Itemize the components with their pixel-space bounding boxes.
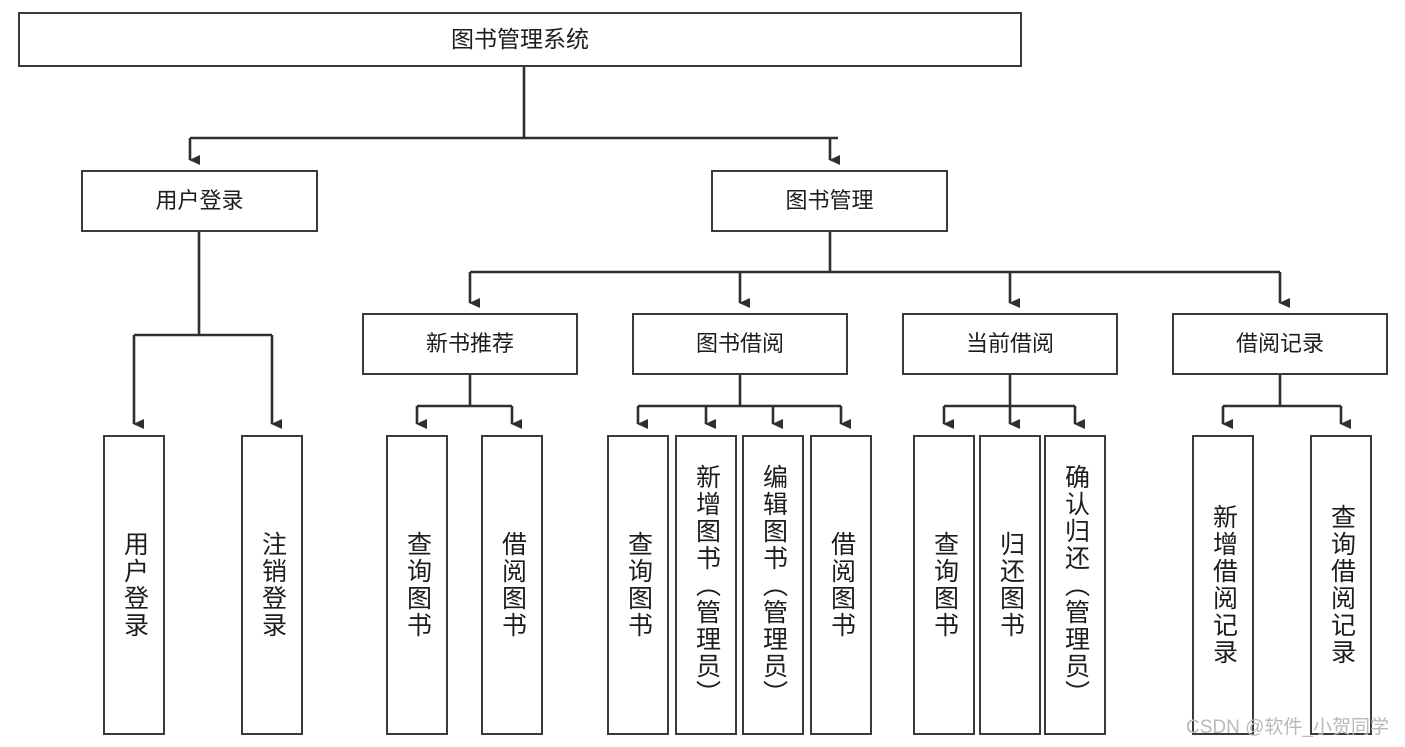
node-new-book-recommend[interactable]: 新书推荐 xyxy=(362,313,578,375)
node-user-login[interactable]: 用户登录 xyxy=(81,170,318,232)
node-borrow-record[interactable]: 借阅记录 xyxy=(1172,313,1388,375)
node-leaf-user-logout[interactable]: 注销登录 xyxy=(241,435,303,735)
node-leaf-add-book[interactable]: 新增图书（管理员） xyxy=(675,435,737,735)
node-leaf-user-logout-label: 注销登录 xyxy=(258,531,287,639)
node-leaf-return-book[interactable]: 归还图书 xyxy=(979,435,1041,735)
node-borrow-record-label: 借阅记录 xyxy=(1235,331,1324,357)
node-leaf-query-book-3-label: 查询图书 xyxy=(930,531,959,639)
node-leaf-query-book-2[interactable]: 查询图书 xyxy=(607,435,669,735)
node-root-label: 图书管理系统 xyxy=(451,25,589,52)
node-book-manage[interactable]: 图书管理 xyxy=(711,170,948,232)
node-leaf-confirm-return-label: 确认归还（管理员） xyxy=(1061,463,1090,707)
node-leaf-edit-book-label: 编辑图书（管理员） xyxy=(759,463,788,707)
node-leaf-add-record-label: 新增借阅记录 xyxy=(1209,504,1238,666)
node-leaf-return-book-label: 归还图书 xyxy=(996,531,1025,639)
node-book-borrow-label: 图书借阅 xyxy=(695,331,784,357)
node-leaf-confirm-return[interactable]: 确认归还（管理员） xyxy=(1044,435,1106,735)
node-leaf-user-login-label: 用户登录 xyxy=(120,531,149,639)
node-leaf-query-book-1-label: 查询图书 xyxy=(403,531,432,639)
node-leaf-query-book-3[interactable]: 查询图书 xyxy=(913,435,975,735)
watermark-text: CSDN @软件_小贺同学 xyxy=(1186,717,1389,738)
node-leaf-add-record[interactable]: 新增借阅记录 xyxy=(1192,435,1254,735)
node-leaf-query-record-label: 查询借阅记录 xyxy=(1327,504,1356,666)
node-leaf-query-book-2-label: 查询图书 xyxy=(624,531,653,639)
node-leaf-add-book-label: 新增图书（管理员） xyxy=(692,463,721,707)
node-leaf-edit-book[interactable]: 编辑图书（管理员） xyxy=(742,435,804,735)
node-current-borrow[interactable]: 当前借阅 xyxy=(902,313,1118,375)
node-book-borrow[interactable]: 图书借阅 xyxy=(632,313,848,375)
node-book-manage-label: 图书管理 xyxy=(785,188,874,214)
node-root[interactable]: 图书管理系统 xyxy=(18,12,1022,67)
node-user-login-label: 用户登录 xyxy=(155,188,244,214)
node-leaf-borrow-book-1[interactable]: 借阅图书 xyxy=(481,435,543,735)
node-leaf-query-record[interactable]: 查询借阅记录 xyxy=(1310,435,1372,735)
node-leaf-borrow-book-1-label: 借阅图书 xyxy=(498,531,527,639)
node-leaf-borrow-book-2[interactable]: 借阅图书 xyxy=(810,435,872,735)
node-leaf-borrow-book-2-label: 借阅图书 xyxy=(827,531,856,639)
node-current-borrow-label: 当前借阅 xyxy=(965,331,1054,357)
node-new-book-recommend-label: 新书推荐 xyxy=(425,331,514,357)
node-leaf-user-login[interactable]: 用户登录 xyxy=(103,435,165,735)
node-leaf-query-book-1[interactable]: 查询图书 xyxy=(386,435,448,735)
